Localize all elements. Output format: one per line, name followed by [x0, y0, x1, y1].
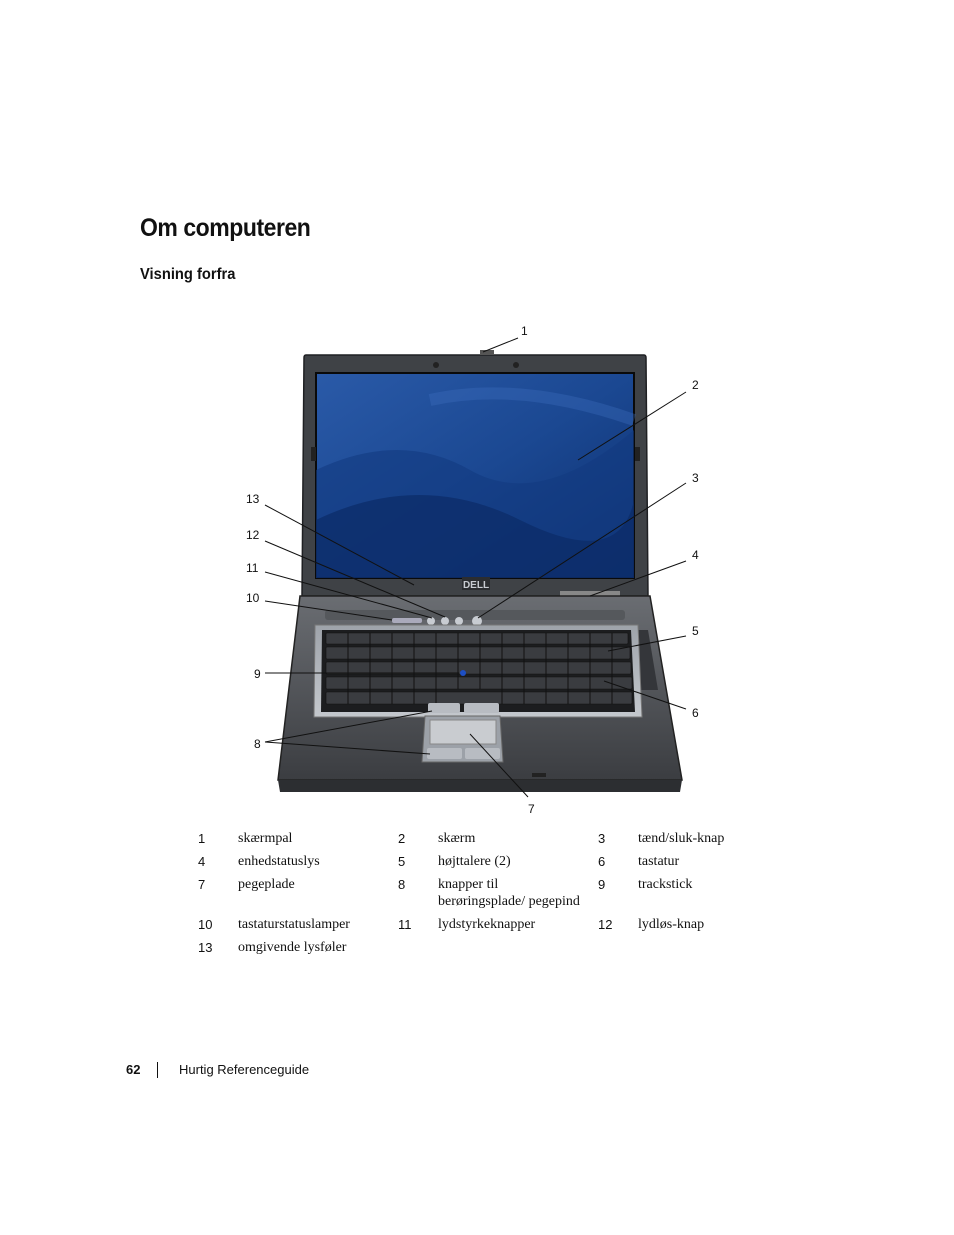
- power-button: [472, 616, 482, 626]
- legend-number: 6: [598, 854, 606, 869]
- legend-number: 3: [598, 831, 606, 846]
- legend-label: pegeplade: [238, 877, 295, 892]
- callout-7: 7: [528, 802, 535, 816]
- legend-row: 4 enhedstatuslys 5 højttalere (2) 6 tast…: [188, 853, 788, 876]
- callout-10: 10: [246, 591, 260, 605]
- trackstick-button-left: [428, 703, 460, 713]
- callout-3: 3: [692, 471, 699, 485]
- dell-logo-plate: [462, 577, 490, 590]
- trackstick-button-right: [464, 703, 499, 713]
- legend-number: 2: [398, 831, 406, 846]
- legend-label: tænd/sluk-knap: [638, 831, 725, 846]
- legend-number: 11: [398, 917, 412, 932]
- mute-button: [455, 617, 463, 625]
- legend-label: omgivende lysføler: [238, 940, 347, 955]
- callout-1: 1: [521, 324, 528, 338]
- legend-label: knapper til berøringsplade/ pegepind: [438, 877, 580, 909]
- legend-row: 10 tastaturstatuslamper 11 lydstyrkeknap…: [188, 916, 788, 939]
- legend-number: [388, 939, 438, 962]
- legend-number: 10: [198, 917, 213, 932]
- legend-number: 1: [198, 831, 206, 846]
- dell-logo: DELL: [463, 580, 489, 591]
- callout-12: 12: [246, 528, 260, 542]
- legend-row: 1 skærmpal 2 skærm 3 tænd/sluk-knap: [188, 830, 788, 853]
- legend-label: tastaturstatuslamper: [238, 917, 350, 932]
- laptop-base: [277, 595, 683, 792]
- callout-5: 5: [692, 624, 699, 638]
- legend-label: tastatur: [638, 854, 680, 869]
- callout-4: 4: [692, 548, 699, 562]
- legend-number: 4: [198, 854, 206, 869]
- legend-row: 13 omgivende lysføler: [188, 939, 788, 962]
- callout-13: 13: [246, 492, 260, 506]
- footer-divider: [157, 1062, 158, 1078]
- callout-legend-table: 1 skærmpal 2 skærm 3 tænd/sluk-knap 4 en…: [188, 830, 788, 962]
- callout-8: 8: [254, 737, 261, 751]
- legend-row: 7 pegeplade 8 knapper til berøringsplade…: [188, 876, 788, 916]
- device-status-lights: [560, 591, 620, 596]
- trackstick: [460, 670, 466, 676]
- legend-label: [638, 939, 788, 962]
- legend-label: skærm: [438, 831, 476, 846]
- touchpad-button-right: [465, 748, 500, 759]
- touchpad: [429, 719, 497, 745]
- legend-label: skærmpal: [238, 831, 293, 846]
- callout-2: 2: [692, 378, 699, 392]
- display-lid: DELL: [301, 350, 649, 597]
- page-number: 62: [126, 1062, 141, 1077]
- display-latch: [480, 350, 494, 355]
- callout-lines: [264, 337, 687, 798]
- laptop-front-view-figure: DELL: [246, 324, 699, 816]
- volume-button-down: [427, 617, 435, 625]
- legend-label: lydstyrkeknapper: [438, 917, 536, 932]
- legend-number: [588, 939, 638, 962]
- footer-title: Hurtig Referenceguide: [179, 1062, 310, 1077]
- legend-number: 13: [198, 940, 213, 955]
- legend-number: 12: [598, 917, 613, 932]
- legend-label: enhedstatuslys: [238, 854, 320, 869]
- page-title: Om computeren: [140, 214, 311, 242]
- legend-number: 5: [398, 854, 406, 869]
- legend-number: 9: [598, 877, 606, 892]
- keyboard-status-lights: [392, 618, 422, 623]
- callout-9: 9: [254, 667, 261, 681]
- legend-number: 7: [198, 877, 206, 892]
- callout-6: 6: [692, 706, 699, 720]
- volume-button-up: [441, 617, 449, 625]
- touchpad-button-left: [427, 748, 462, 759]
- legend-label: lydløs-knap: [638, 917, 705, 932]
- legend-label: højttalere (2): [438, 854, 511, 869]
- callout-11: 11: [246, 561, 259, 575]
- legend-number: 8: [398, 877, 406, 892]
- section-heading: Visning forfra: [140, 266, 236, 283]
- legend-label: trackstick: [638, 877, 693, 892]
- legend-label: [438, 939, 588, 962]
